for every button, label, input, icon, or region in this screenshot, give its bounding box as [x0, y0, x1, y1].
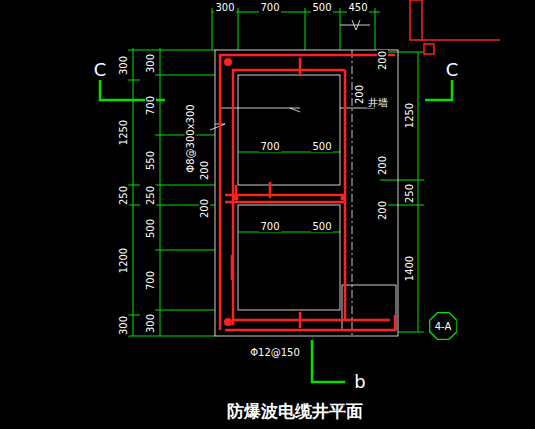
dimension-text: 300	[119, 314, 130, 335]
dimension-text: 300	[146, 312, 157, 333]
dimension-text: 300	[214, 2, 235, 13]
dimension-text: 200	[355, 83, 366, 104]
dimension-text: 700	[259, 2, 280, 13]
detail-number: 4-A	[429, 312, 458, 332]
dimension-text: 300	[146, 52, 157, 73]
dimension-text: 200	[378, 154, 389, 175]
drawing-title: 防爆波电缆井平面	[227, 400, 363, 423]
dimension-text: 700	[259, 141, 280, 152]
dimension-text: 1200	[118, 246, 129, 273]
dimension-text: 250	[405, 182, 416, 203]
dimension-text: 1400	[404, 254, 415, 281]
dimension-text: 500	[311, 2, 332, 13]
dimension-text: 200	[378, 199, 389, 220]
dimension-text: 700	[146, 94, 157, 115]
dimension-text: 500	[146, 217, 157, 238]
dimension-text: 700	[259, 221, 280, 232]
dimension-text: 700	[146, 269, 157, 290]
dimension-text: 1250	[404, 101, 415, 128]
dimension-text: 250	[146, 184, 157, 205]
detail-octagon: 4-A	[429, 312, 458, 340]
section-mark: b	[353, 372, 366, 392]
dimension-text: 500	[311, 221, 332, 232]
section-mark: C	[93, 60, 108, 80]
dimension-text: Φ12@150	[249, 347, 301, 358]
dimension-text: 井墙	[367, 97, 389, 108]
dimension-text: 450	[347, 2, 368, 13]
dimension-text: 500	[311, 141, 332, 152]
dimension-text: 200	[200, 197, 211, 218]
section-mark: C	[445, 60, 460, 80]
dimension-text: 1250	[118, 118, 129, 145]
dimension-text: 550	[146, 149, 157, 170]
dimension-text: Φ8@300x300	[184, 103, 195, 173]
dimension-text: 250	[119, 184, 130, 205]
dimension-text: 200	[378, 49, 389, 70]
dimension-text: 200	[200, 159, 211, 180]
dimension-text: 300	[119, 54, 130, 75]
